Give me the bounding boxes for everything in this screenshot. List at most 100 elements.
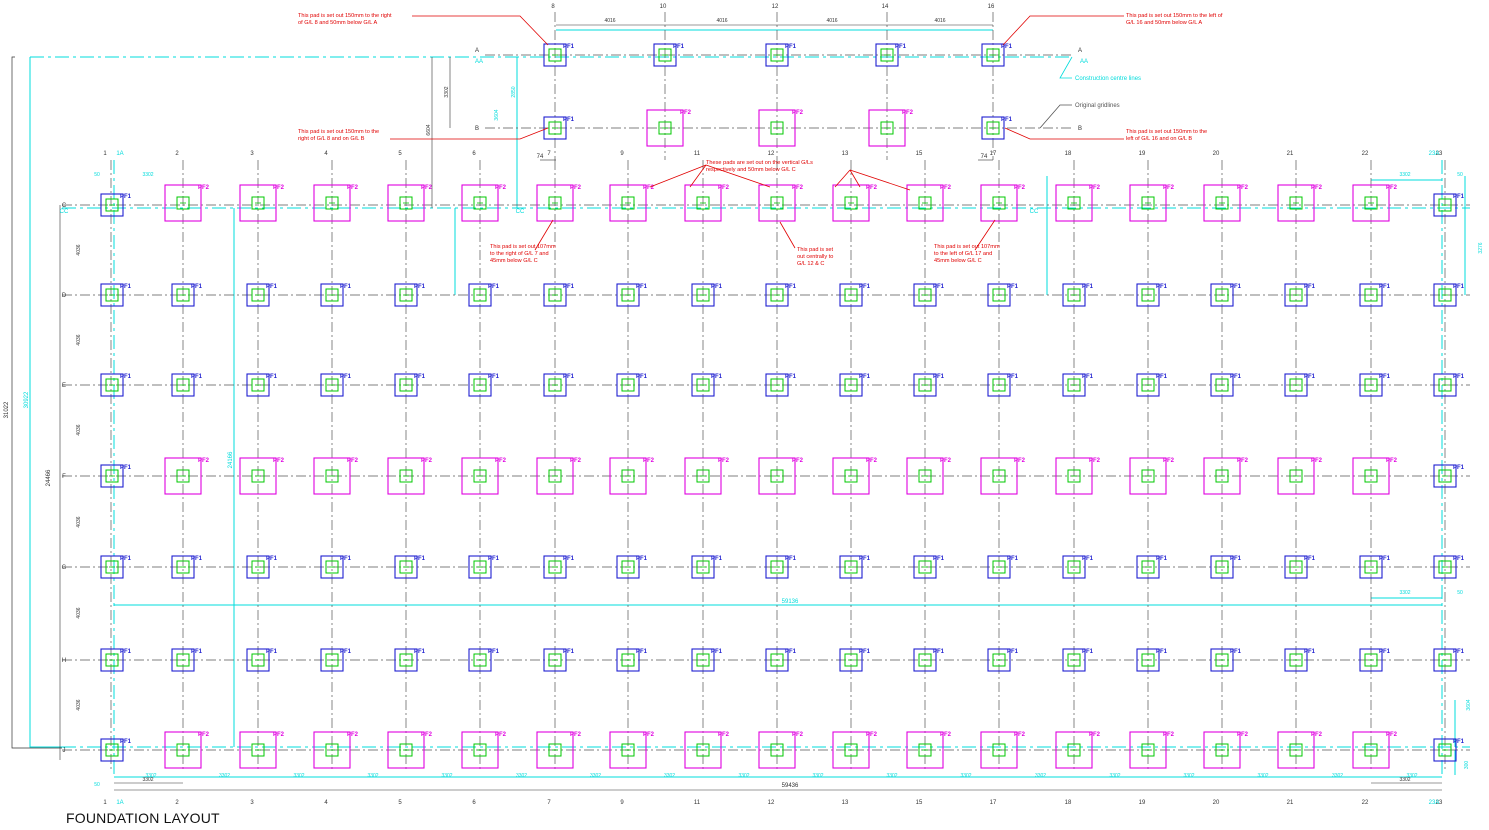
row-label-a-right: A <box>1078 48 1082 54</box>
pad-E-1-outer <box>100 373 124 397</box>
pad-C-18-label: PF2 <box>1089 185 1101 191</box>
pad-C-13-label: PF2 <box>866 185 878 191</box>
col-label-top-4: 4 <box>324 151 328 157</box>
dim-text-left-inner: 24466 <box>46 469 52 486</box>
pad-E-17-label: PF1 <box>1007 374 1019 380</box>
pad-G-7-label: PF1 <box>563 556 575 562</box>
dim-text-2850: 2850 <box>511 86 517 97</box>
dim-text-left-total: 31022 <box>4 401 10 418</box>
dim-text-74-right: 74 <box>981 154 988 160</box>
pad-F-12-outer <box>758 457 796 495</box>
row-label-b-right: B <box>1078 126 1082 132</box>
pad-F-22-label: PF2 <box>1386 458 1398 464</box>
construction-left-dim <box>29 57 62 748</box>
leader-n5-b <box>689 164 707 188</box>
dim-text-top-span-2: 4016 <box>826 18 837 24</box>
pad-F-3-outer <box>239 457 277 495</box>
dim-text-59136: 59136 <box>782 599 799 605</box>
leader-original <box>1039 104 1072 129</box>
pad-F-3-inner <box>251 469 265 483</box>
col-label-bottom-1: 1 <box>103 800 107 806</box>
pad-F-2-inner <box>176 469 190 483</box>
pad-D-6-inner <box>473 288 487 302</box>
pad-J-17-inner <box>992 743 1006 757</box>
pad-D-4-outer <box>320 283 344 307</box>
pad-A-10-inner <box>658 48 672 62</box>
pad-J-5-inner <box>399 743 413 757</box>
pad-J-5-label: PF2 <box>421 732 433 738</box>
pad-G-15-outer <box>913 555 937 579</box>
pad-E-22-label: PF1 <box>1379 374 1391 380</box>
pad-F-7-label: PF2 <box>570 458 582 464</box>
pad-E-17-inner <box>992 378 1006 392</box>
pad-D-1-outer <box>100 283 124 307</box>
pad-E-23-outer <box>1433 373 1457 397</box>
pad-C-3-outer <box>239 184 277 222</box>
pad-G-11-inner <box>696 560 710 574</box>
pad-H-4-inner <box>325 653 339 667</box>
dim-text-bay-6: 3302 <box>590 773 601 779</box>
pad-E-2-inner <box>176 378 190 392</box>
pad-D-12-outer <box>765 283 789 307</box>
pad-J-12-label: PF2 <box>792 732 804 738</box>
pad-D-1-label: PF1 <box>120 284 132 290</box>
pad-G-22-outer <box>1359 555 1383 579</box>
pad-G-11-label: PF1 <box>711 556 723 562</box>
pad-C-2-outer <box>164 184 202 222</box>
pad-B-14-outer <box>868 109 906 147</box>
pad-C-11-outer <box>684 184 722 222</box>
pad-A-16-outer <box>981 43 1005 67</box>
pad-E-12-outer <box>765 373 789 397</box>
construction-lines-layer <box>29 29 1470 778</box>
col-label-top-20: 20 <box>1213 151 1220 157</box>
pad-J-3-outer <box>239 731 277 769</box>
dim-text-side-3604: 3604 <box>1466 699 1472 710</box>
pad-F-22-inner <box>1364 469 1378 483</box>
dim-text-bay-offset-mr: 50 <box>1457 590 1463 596</box>
pad-C-5-label: PF2 <box>421 185 433 191</box>
pad-F-15-outer <box>906 457 944 495</box>
pad-E-18-inner <box>1067 378 1081 392</box>
leader-n5-f <box>849 169 911 191</box>
leader-n5-d <box>834 169 851 188</box>
dim-text-left-mid: 30922 <box>24 391 30 408</box>
pad-J-17-outer <box>980 731 1018 769</box>
pad-D-19-outer <box>1136 283 1160 307</box>
pad-F-1-outer <box>100 464 124 488</box>
pad-J-1-inner <box>105 743 119 757</box>
pad-H-13-label: PF1 <box>859 649 871 655</box>
pad-H-20-inner <box>1215 653 1229 667</box>
pad-C-21-outer <box>1277 184 1315 222</box>
pad-J-6-inner <box>473 743 487 757</box>
pad-F-1-label: PF1 <box>120 465 132 471</box>
pad-F-20-inner <box>1215 469 1229 483</box>
row-label-E: E <box>62 383 66 389</box>
col-label-bottom-7: 7 <box>547 800 551 806</box>
pad-G-19-outer <box>1136 555 1160 579</box>
leader-n4 <box>1004 127 1124 140</box>
note-n1-line-0: This pad is set out 150mm to the right <box>298 13 392 19</box>
pad-C-13-outer <box>832 184 870 222</box>
row-label-aa-left: AA <box>475 59 483 65</box>
pad-G-4-outer <box>320 555 344 579</box>
pad-F-9-inner <box>621 469 635 483</box>
pad-J-23-label: PF1 <box>1453 739 1465 745</box>
col-label-23a-bottom: 23A <box>1429 800 1440 806</box>
pad-D-2-outer <box>171 283 195 307</box>
pad-F-4-outer <box>313 457 351 495</box>
pad-F-5-outer <box>387 457 425 495</box>
pad-C-7-outer <box>536 184 574 222</box>
leader-n8 <box>974 219 996 251</box>
pad-C-17-label: PF2 <box>1014 185 1026 191</box>
col-label-top-2: 2 <box>175 151 179 157</box>
pad-G-18-inner <box>1067 560 1081 574</box>
col-label-bottom-20: 20 <box>1213 800 1220 806</box>
pad-G-19-inner <box>1141 560 1155 574</box>
dim-text-top-span-0: 4016 <box>604 18 615 24</box>
pad-F-11-outer <box>684 457 722 495</box>
leader-n1 <box>412 15 549 46</box>
col-label-top-22: 22 <box>1362 151 1369 157</box>
pad-E-7-outer <box>543 373 567 397</box>
pad-G-13-label: PF1 <box>859 556 871 562</box>
pad-J-1-outer <box>100 738 124 762</box>
